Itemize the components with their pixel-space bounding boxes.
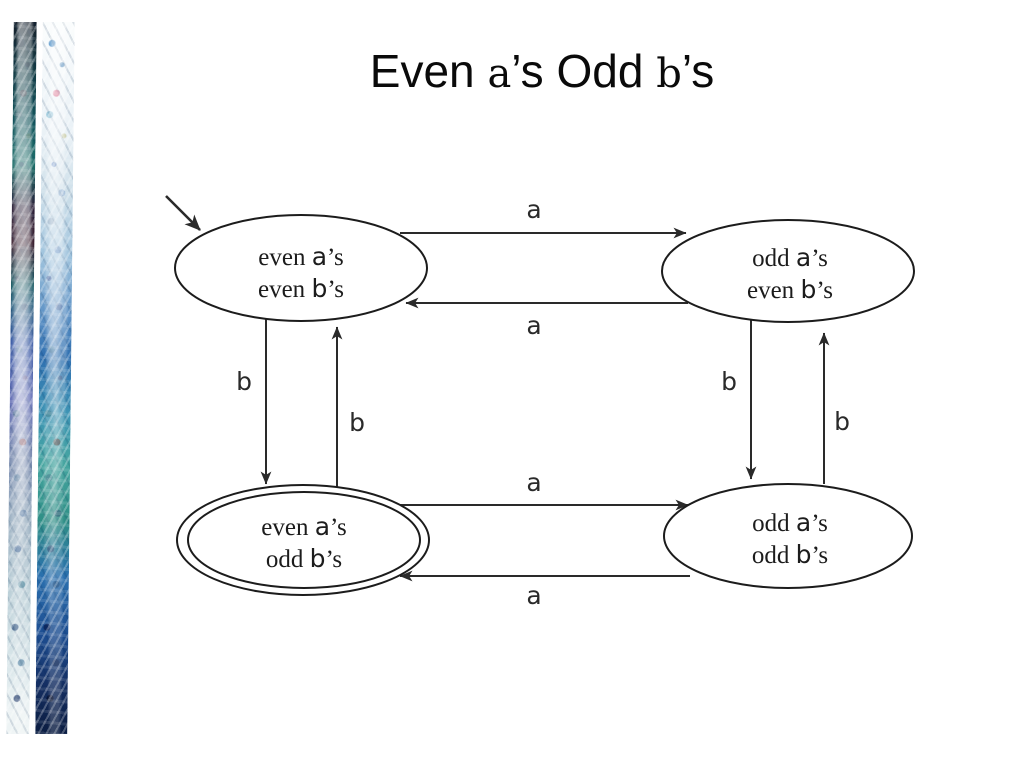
start-arrow — [165, 195, 201, 231]
edge-label-a-bottom-return: a — [526, 581, 541, 610]
state-outline[interactable] — [663, 483, 913, 589]
state-outline[interactable] — [174, 214, 428, 322]
state-label-line2: odd b’s — [266, 544, 342, 573]
state-label-line1: odd a’s — [752, 243, 828, 272]
title-run-1: a — [487, 51, 512, 97]
state-even-a-even-b[interactable]: even a’s even b’s — [174, 214, 428, 322]
state-label-line1: even a’s — [261, 512, 346, 541]
edge-label-a-top-return: a — [526, 311, 541, 340]
state-label-line2: even b’s — [258, 274, 344, 303]
states-layer: even a’s even b’s odd a’s even b’s — [174, 214, 915, 596]
state-label-line1: odd a’s — [752, 508, 828, 537]
edge-label-b-left-up: b — [349, 408, 365, 437]
title-run-3: b — [656, 51, 682, 97]
state-odd-a-odd-b[interactable]: odd a’s odd b’s — [663, 483, 913, 589]
edge-label-b-left-down: b — [236, 367, 252, 396]
edge-label-a-bottom: a — [526, 468, 541, 497]
edge-labels-layer: a a a a b b b b — [236, 195, 850, 610]
edge-label-b-right-up: b — [834, 407, 850, 436]
edge-label-a-top: a — [526, 195, 541, 224]
state-label-line2: even b’s — [747, 275, 833, 304]
state-odd-a-even-b[interactable]: odd a’s even b’s — [661, 219, 915, 323]
state-label-line1: even a’s — [258, 242, 343, 271]
title-run-2: ’s Odd — [511, 45, 657, 97]
state-outline-accepting-inner — [187, 491, 421, 589]
state-outline[interactable] — [661, 219, 915, 323]
slide-title: Even a’s Odd b’s — [0, 46, 1024, 97]
title-run-4: ’s — [681, 45, 715, 97]
edges-layer — [165, 195, 830, 582]
title-run-0: Even — [369, 45, 488, 97]
state-even-a-odd-b[interactable]: even a’s odd b’s — [176, 484, 430, 596]
state-label-line2: odd b’s — [752, 540, 828, 569]
edge-label-b-right-down: b — [721, 367, 737, 396]
